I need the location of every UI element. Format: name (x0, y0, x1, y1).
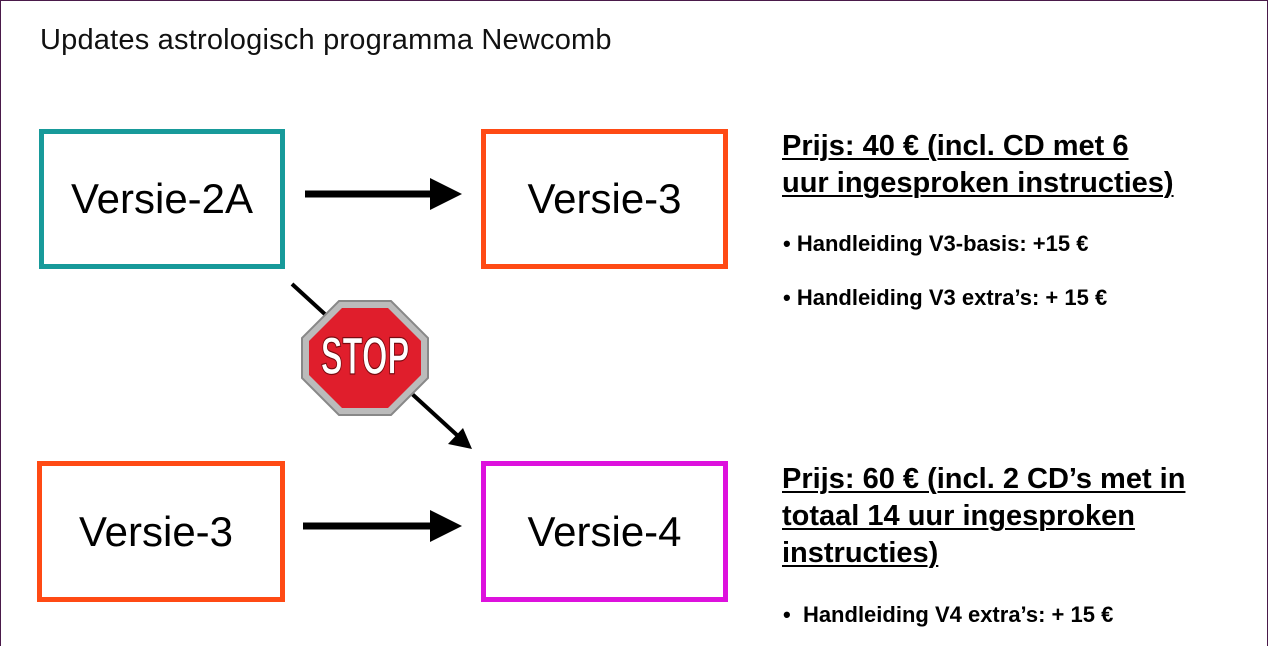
box-versie-3-top-label: Versie-3 (527, 175, 682, 222)
box-versie-4: Versie-4 (481, 461, 728, 602)
price-top-line1: Prijs: 40 € (incl. CD met 6 (782, 130, 1129, 162)
box-versie-3-bottom: Versie-3 (37, 461, 285, 602)
arrow-3-to-4 (303, 510, 462, 542)
price-bottom: Prijs: 60 € (incl. 2 CD’s met in totaal … (782, 461, 1262, 572)
box-versie-3-top: Versie-3 (481, 129, 728, 269)
price-bottom-line1: Prijs: 60 € (incl. 2 CD’s met in (782, 463, 1186, 495)
box-versie-2a: Versie-2A (39, 129, 285, 269)
box-versie-3-bottom-label: Versie-3 (78, 507, 234, 555)
box-versie-4-label: Versie-4 (527, 507, 682, 555)
bullet-item: • Handleiding V3 extra’s: + 15 € (783, 285, 1108, 310)
slide-title: Updates astrologisch programma Newcomb (40, 24, 612, 56)
price-bottom-line3: instructies) (782, 537, 939, 569)
price-top-line2: uur ingesproken instructies) (782, 167, 1174, 199)
arrow-2a-to-3 (305, 178, 462, 210)
box-versie-2a-label: Versie-2A (70, 175, 254, 222)
price-bottom-line2: totaal 14 uur ingesproken (782, 500, 1135, 532)
bullet-item: • Handleiding V4 extra’s: + 15 € (783, 602, 1114, 627)
bullet-item: • Handleiding V3-basis: +15 € (783, 231, 1089, 256)
stop-sign-icon: STOP (301, 300, 429, 416)
stop-sign-text: STOP (321, 327, 410, 386)
bullet-text: Handleiding V4 extra’s: + 15 € (802, 602, 1114, 627)
price-top: Prijs: 40 € (incl. CD met 6 uur ingespro… (782, 128, 1252, 202)
bullet-text: Handleiding V3-basis: +15 € (796, 231, 1089, 256)
bullet-text: Handleiding V3 extra’s: + 15 € (796, 285, 1108, 310)
